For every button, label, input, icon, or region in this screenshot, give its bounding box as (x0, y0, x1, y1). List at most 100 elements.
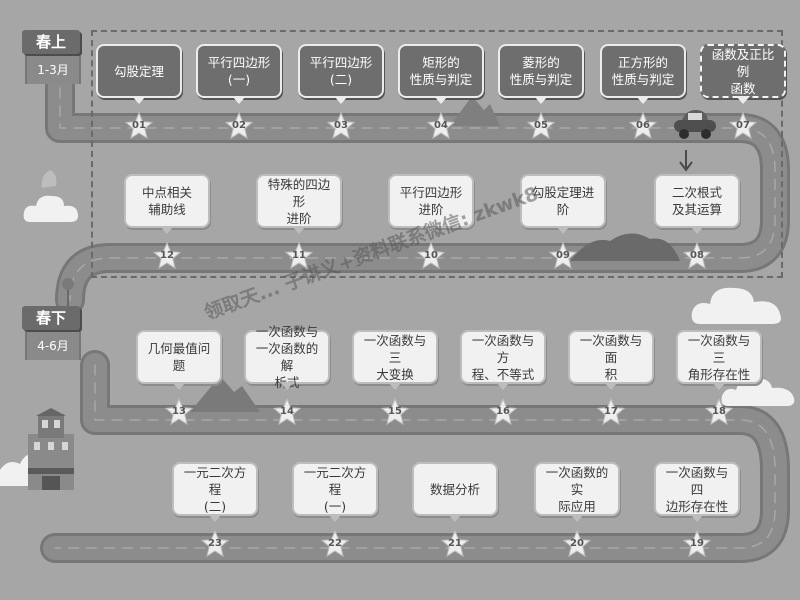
step-number: 03 (334, 120, 348, 131)
step-number: 16 (496, 406, 510, 417)
topic-card-19: 一次函数与四边形存在性 (654, 462, 740, 522)
topic-card-line: (二) (329, 72, 353, 87)
topic-card-line: 菱形的 (522, 55, 560, 70)
season-title: 春下 (22, 306, 80, 330)
topic-card-text: 一次函数与方程、不等式 (466, 332, 540, 383)
cloud-icon (691, 287, 781, 324)
season-label-spring-first: 春上 1-3月 (22, 30, 81, 88)
topic-card-22: 一元二次方程(一) (292, 462, 378, 522)
step-number: 23 (208, 538, 222, 549)
star-icon: 02 (225, 112, 253, 140)
topic-card-21: 数据分析 (412, 462, 498, 522)
step-number: 11 (292, 250, 306, 261)
star-icon: 19 (683, 530, 711, 558)
topic-card-text: 正方形的性质与判定 (612, 54, 675, 88)
topic-card-line: 边形存在性 (665, 498, 729, 514)
plant-icon (41, 170, 57, 188)
star-icon: 03 (327, 112, 355, 140)
topic-card-02: 平行四边形 (一) (196, 44, 282, 104)
mountain-icon (190, 376, 260, 412)
topic-card-20: 一次函数的实际应用 (534, 462, 620, 522)
step-number: 15 (388, 406, 402, 417)
topic-card-line: 平行四边形 (207, 55, 271, 70)
topic-card-08: 二次根式及其运算 (654, 174, 740, 234)
topic-card-line: 一元二次方程 (183, 464, 247, 497)
star-icon: 18 (705, 398, 733, 426)
step-number: 08 (690, 250, 704, 261)
step-number: 22 (328, 538, 342, 549)
topic-card-text: 一元二次方程(二) (178, 464, 252, 515)
step-number: 14 (280, 406, 294, 417)
topic-card-line: (一) (323, 498, 347, 514)
topic-card-text: 一次函数与面积 (574, 332, 648, 383)
star-icon: 09 (549, 242, 577, 270)
topic-card-line: 平行四边形 (399, 185, 463, 200)
topic-card-line: 析式 (274, 375, 300, 390)
topic-card-text: 数据分析 (430, 481, 480, 498)
topic-card-line: 函数 (730, 80, 756, 96)
step-number: 17 (604, 406, 618, 417)
step-number: 10 (424, 250, 438, 261)
topic-card-line: 勾股定理 (113, 63, 164, 79)
topic-card-line: 矩形的 (422, 55, 460, 70)
topic-card-line: 一次函数与三 (363, 332, 427, 365)
topic-card-line: 角形存在性 (687, 366, 751, 382)
step-number: 19 (690, 538, 704, 549)
star-icon: 04 (427, 112, 455, 140)
topic-card-line: 性质与判定 (611, 72, 675, 87)
topic-card-18: 一次函数与三角形存在性 (676, 330, 762, 390)
topic-card-text: 平行四边形进阶 (400, 184, 463, 218)
topic-card-line: 一次函数与 (255, 324, 319, 339)
star-icon: 20 (563, 530, 591, 558)
season-title: 春上 (22, 30, 80, 54)
topic-card-13: 几何最值问题 (136, 330, 222, 390)
topic-card-text: 函数及正比例函数 (706, 46, 780, 97)
topic-card-text: 一次函数与四边形存在性 (660, 464, 734, 515)
mountain-icon (570, 233, 680, 261)
step-number: 06 (636, 120, 650, 131)
topic-card-text: 特殊的四边形进阶 (262, 176, 336, 227)
topic-card-text: 中点相关辅助线 (142, 184, 192, 218)
topic-card-line: (一) (227, 72, 251, 87)
star-icon: 10 (417, 242, 445, 270)
topic-card-07: 函数及正比例函数 (700, 44, 786, 104)
topic-card-text: 二次根式及其运算 (672, 184, 722, 218)
topic-card-line: 中点相关 (141, 185, 192, 200)
step-number: 20 (570, 538, 584, 549)
topic-card-line: 几何最值问题 (147, 341, 211, 373)
season-months: 1-3月 (25, 56, 81, 84)
topic-card-03: 平行四边形(二) (298, 44, 384, 104)
arrow-down-icon (679, 150, 693, 172)
star-icon: 05 (527, 112, 555, 140)
star-icon: 14 (273, 398, 301, 426)
star-icon: 15 (381, 398, 409, 426)
topic-card-09: 勾股定理进阶 (520, 174, 606, 234)
term-frame-dashed (91, 30, 783, 278)
star-icon: 11 (285, 242, 313, 270)
topic-card-text: 勾股定理进阶 (526, 184, 600, 218)
topic-card-line: 积 (604, 366, 618, 382)
step-number: 04 (434, 120, 448, 131)
topic-card-line: 际应用 (558, 498, 596, 514)
star-icon: 08 (683, 242, 711, 270)
topic-card-10: 平行四边形进阶 (388, 174, 474, 234)
topic-card-14: 一次函数与一次函数的解析式 (244, 324, 330, 390)
mountain-icon (450, 96, 500, 126)
topic-card-04: 矩形的性质与判定 (398, 44, 484, 104)
topic-card-15: 一次函数与三大变换 (352, 330, 438, 390)
star-icon: 06 (629, 112, 657, 140)
step-number: 09 (556, 250, 570, 261)
star-icon: 13 (165, 398, 193, 426)
topic-card-text: 平行四边形 (一) (208, 54, 271, 88)
castle-icon (28, 408, 74, 490)
topic-card-05: 菱形的性质与判定 (498, 44, 584, 104)
step-number: 18 (712, 406, 726, 417)
topic-card-line: 一次函数的实 (545, 464, 609, 497)
cloud-icon (721, 377, 795, 406)
topic-card-line: 一次函数与四 (665, 464, 729, 497)
car-icon (674, 110, 716, 139)
topic-card-line: 一次函数与方 (471, 332, 535, 365)
topic-card-01: 勾股定理 (96, 44, 182, 104)
topic-card-text: 平行四边形(二) (310, 54, 373, 88)
topic-card-line: 二次根式 (671, 185, 722, 200)
